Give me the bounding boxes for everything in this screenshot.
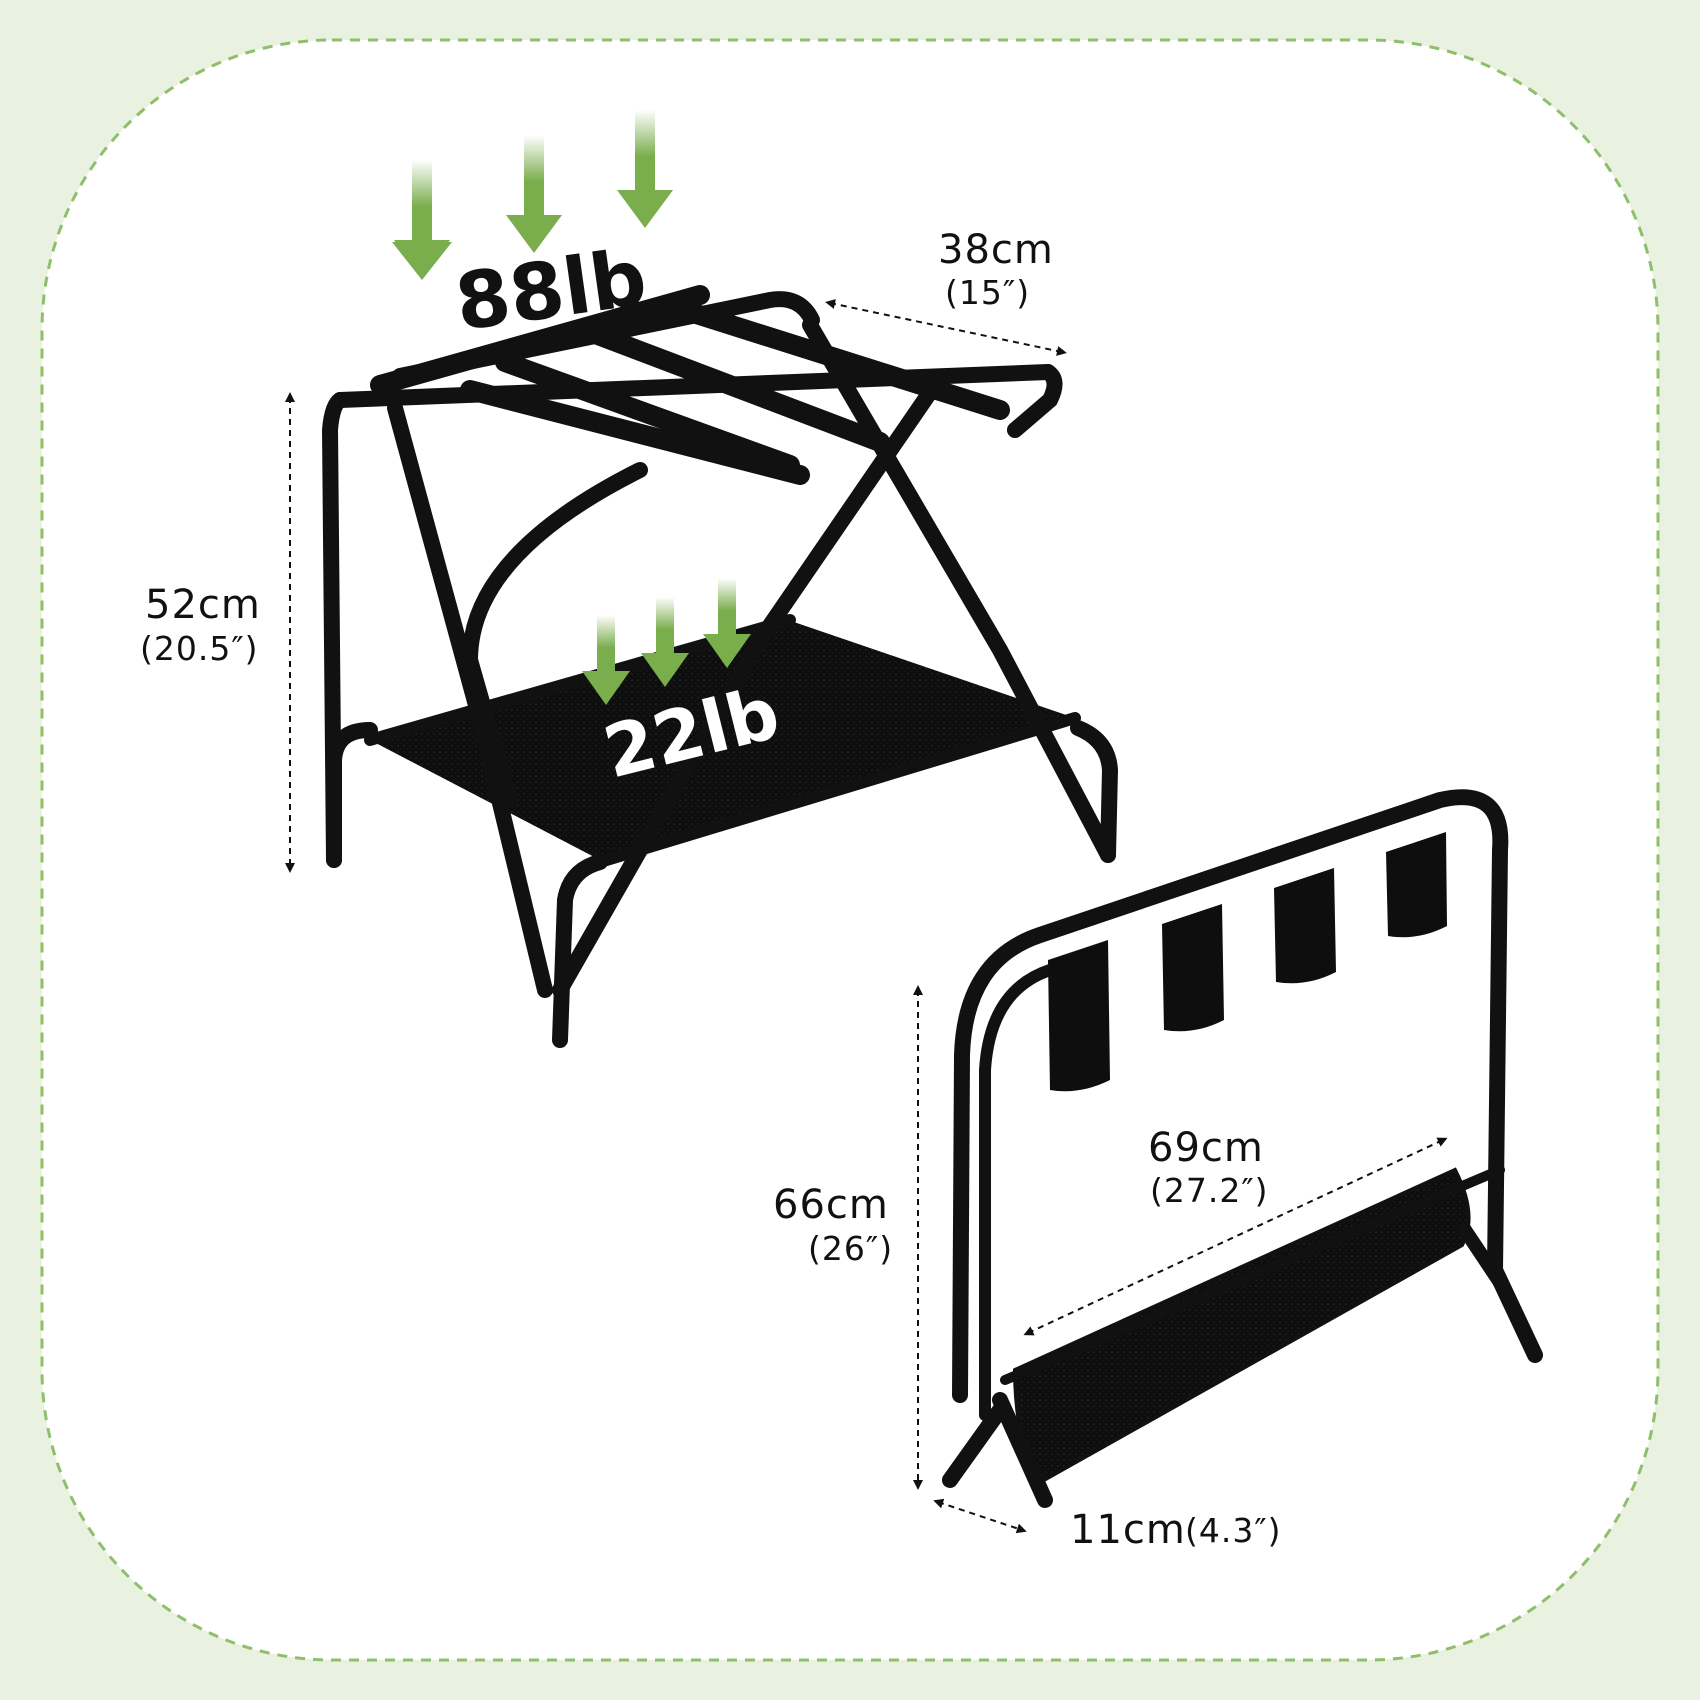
depth-cm-label: 38cm — [938, 227, 1054, 273]
depth-in-label: (15″) — [945, 273, 1031, 312]
thickness-in-label: (4.3″) — [1185, 1511, 1282, 1550]
top-height-in-label: (20.5″) — [140, 629, 259, 668]
load-arrows-top — [392, 110, 673, 280]
dimension-lines — [285, 299, 1448, 1534]
down-arrow-icon — [582, 615, 630, 705]
thickness-cm-label: 11cm — [1070, 1507, 1186, 1553]
folded-height-cm-label: 66cm — [773, 1182, 889, 1228]
load-arrows-shelf — [582, 578, 751, 705]
top-height-cm-label: 52cm — [145, 582, 261, 628]
folded-height-in-label: (26″) — [808, 1229, 894, 1268]
dim-thickness — [933, 1498, 1027, 1534]
down-arrow-icon — [617, 110, 673, 228]
down-arrow-icon — [703, 578, 751, 668]
shelf-fabric — [370, 620, 1075, 860]
down-arrow-icon — [392, 160, 452, 280]
folded-width-in-label: (27.2″) — [1150, 1171, 1269, 1210]
open-luggage-rack — [321, 285, 1119, 1048]
down-arrow-icon — [506, 135, 562, 253]
hanging-straps — [1048, 832, 1447, 1092]
folded-width-cm-label: 69cm — [1148, 1125, 1264, 1171]
down-arrow-icon — [641, 597, 689, 687]
top-straps — [370, 285, 1010, 485]
